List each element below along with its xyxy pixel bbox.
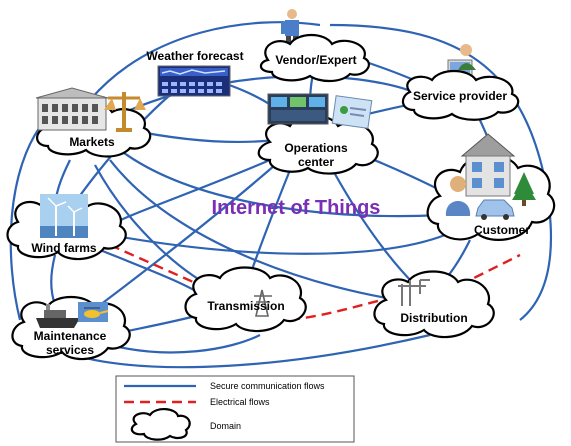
service-provider-node: Service provider <box>401 44 520 121</box>
distribution-node: Distribution <box>373 270 495 339</box>
ship-icon <box>36 304 80 328</box>
maintenance-node: Maintenance services <box>11 295 131 361</box>
link-ops-distribution <box>329 164 416 286</box>
ops-label-line1: Operations <box>284 141 348 155</box>
maint-label-line2: services <box>46 343 94 357</box>
weather-map-icon <box>157 65 231 97</box>
link-bottom-2 <box>109 334 261 354</box>
legend: Secure communication flows Electrical fl… <box>115 375 355 443</box>
legend-domain-label: Domain <box>210 421 241 431</box>
distribution-cloud <box>373 270 495 339</box>
house-icon <box>460 133 516 197</box>
transmission-label: Transmission <box>207 299 284 313</box>
control-room-icon <box>267 93 329 125</box>
service-cloud <box>401 69 520 121</box>
link-wind-customer <box>109 233 446 255</box>
legend-secure-label: Secure communication flows <box>210 381 325 391</box>
markets-node: Markets <box>35 87 152 158</box>
maint-label-line1: Maintenance <box>34 329 107 343</box>
elec-wind-transmission <box>109 243 201 287</box>
transmission-node: Transmission <box>184 266 307 333</box>
wind-farms-node: Wind farms <box>6 194 127 261</box>
service-label: Service provider <box>413 89 507 103</box>
link-outer-left <box>9 119 46 321</box>
wind-label: Wind farms <box>31 241 97 255</box>
link-markets-ops <box>129 128 276 144</box>
monitor-chart-icon <box>331 95 373 129</box>
ops-label-line2: center <box>298 155 334 169</box>
link-outer-right <box>329 23 553 321</box>
distribution-pole-icon <box>398 279 430 306</box>
customer-label: Customer <box>474 223 530 237</box>
building-icon <box>35 87 109 131</box>
tree-icon <box>512 172 536 206</box>
markets-label: Markets <box>69 135 115 149</box>
vendor-expert-node: Vendor/Expert <box>259 9 370 83</box>
weather-label: Weather forecast <box>146 49 243 63</box>
elec-transmission-distribution <box>289 296 391 322</box>
scales-icon <box>104 92 146 132</box>
operations-center-node: Operations center <box>257 93 379 175</box>
vendor-cloud <box>259 33 370 83</box>
weather-forecast-node: Weather forecast <box>146 49 244 97</box>
wind-turbine-icon <box>40 194 88 238</box>
legend-electrical-label: Electrical flows <box>210 397 270 407</box>
customer-node: Customer <box>426 133 556 241</box>
car-icon <box>475 199 515 220</box>
legend-domain-swatch <box>130 408 191 441</box>
vendor-label: Vendor/Expert <box>275 53 356 67</box>
distribution-label: Distribution <box>400 311 467 325</box>
person-icon <box>445 176 471 216</box>
helicopter-icon <box>78 302 109 322</box>
diagram-title: Internet of Things <box>212 197 381 219</box>
transmission-tower-icon <box>254 289 272 317</box>
transmission-cloud <box>184 266 307 333</box>
link-wind-maint <box>50 254 57 306</box>
link-ops-wind <box>109 158 271 226</box>
